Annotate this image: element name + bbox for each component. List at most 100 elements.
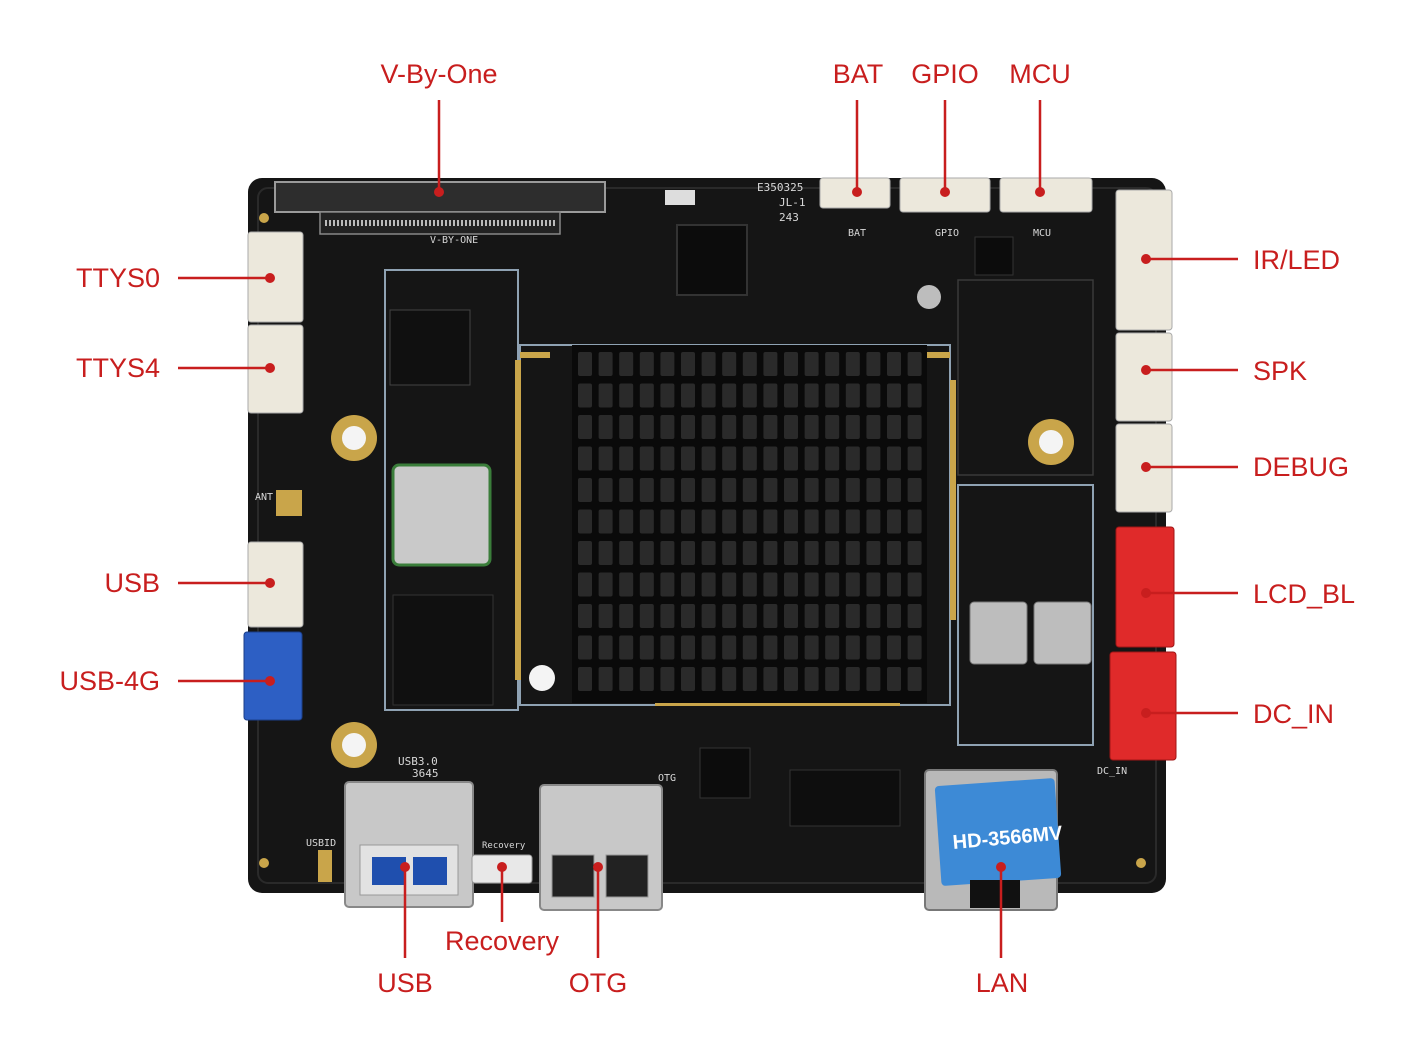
heatsink-fin [742, 383, 757, 408]
silk-jl1: JL-1 [779, 196, 806, 209]
heatsink-fin [907, 509, 922, 534]
heatsink-fin [907, 446, 922, 471]
heatsink-fin [722, 541, 737, 565]
heatsink-fin [763, 478, 778, 502]
heatsink-fin [866, 572, 881, 597]
label-usb-left: USB [104, 568, 160, 598]
silk-otg: OTG [658, 773, 676, 784]
heatsink-fin [681, 572, 695, 597]
label-debug: DEBUG [1253, 452, 1349, 482]
heatsink-fin [825, 383, 840, 408]
heatsink-fin [681, 478, 695, 502]
lan-port: HD-3566MV [924, 769, 1064, 911]
heatsink-fin [742, 509, 757, 534]
heatsink-fin [701, 604, 716, 628]
heatsink-fin [866, 415, 881, 439]
heatsink-fin [701, 541, 716, 565]
heatsink-fin [598, 604, 613, 628]
heatsink-fin [619, 383, 634, 408]
label-usb-bottom: USB [377, 968, 433, 998]
heatsink-fin [804, 572, 819, 597]
heatsink-fin [742, 446, 757, 471]
inductor [969, 601, 1028, 665]
heatsink-fin [742, 352, 757, 376]
heatsink-fin [578, 667, 592, 691]
heatsink-fin [887, 383, 901, 408]
heatsink-fin [866, 446, 881, 471]
heatsink-fin [598, 509, 613, 534]
heatsink-fin [578, 509, 592, 534]
mount-hole [529, 665, 555, 691]
heatsink-fin [825, 604, 840, 628]
silk-mcu: MCU [1033, 228, 1051, 239]
heatsink-fin [742, 415, 757, 439]
heatsink-fin [763, 446, 778, 471]
heatsink-fin [639, 635, 654, 660]
silk-ant: ANT [255, 492, 273, 503]
heatsink-fin [660, 383, 675, 408]
heatsink-fin [763, 635, 778, 660]
heatsink-fin [907, 478, 922, 502]
heatsink-fin [763, 509, 778, 534]
heatsink-fin [907, 383, 922, 408]
heatsink-fin [681, 635, 695, 660]
heatsink-fin [578, 541, 592, 565]
heatsink-fin [660, 541, 675, 565]
heatsink-fin [742, 635, 757, 660]
otg-port [539, 784, 663, 911]
heatsink-fin [784, 478, 798, 502]
heatsink-fin [845, 478, 860, 502]
heatsink-fin [825, 509, 840, 534]
heatsink-fin [681, 604, 695, 628]
heatsink-fin [578, 352, 592, 376]
heatsink-fin [907, 415, 922, 439]
heatsink-fin [845, 415, 860, 439]
heatsink-fin [742, 604, 757, 628]
silk-e350325: E350325 [757, 181, 803, 194]
heatsink-fin [598, 478, 613, 502]
label-lcdbl: LCD_BL [1253, 579, 1355, 609]
heatsink-fin [825, 415, 840, 439]
heatsink-fin [639, 604, 654, 628]
heatsink-fin [639, 478, 654, 502]
heatsink-fin [825, 541, 840, 565]
heatsink-fin [722, 478, 737, 502]
heatsink-fin [639, 352, 654, 376]
heatsink-fin [784, 541, 798, 565]
usb3-port [344, 781, 474, 908]
silk-usb30: USB3.0 [398, 755, 438, 768]
heatsink-fin [639, 541, 654, 565]
heatsink-fin [681, 446, 695, 471]
heatsink-fin [784, 635, 798, 660]
heatsink-fin [907, 541, 922, 565]
heatsink-fin [845, 509, 860, 534]
heatsink-fin [578, 604, 592, 628]
heatsink-fin [907, 635, 922, 660]
heatsink-fin [763, 667, 778, 691]
heatsink-fin [701, 352, 716, 376]
label-usb4g: USB-4G [59, 666, 160, 696]
heatsink-fin [887, 541, 901, 565]
emmc-chip [392, 594, 494, 706]
heatsink-fin [660, 509, 675, 534]
heatsink-fin [639, 383, 654, 408]
heatsink-fin [804, 415, 819, 439]
silk-recovery: Recovery [482, 841, 526, 851]
heatsink-fin [866, 478, 881, 502]
label-ttys4: TTYS4 [76, 353, 160, 383]
heatsink-fin [845, 541, 860, 565]
heatsink-fin [578, 383, 592, 408]
heatsink-fin [742, 667, 757, 691]
heatsink-fin [701, 383, 716, 408]
heatsink-fin [763, 541, 778, 565]
usbid-jumper [318, 850, 332, 882]
heatsink-fin [784, 509, 798, 534]
heatsink-fin [887, 604, 901, 628]
heatsink-fin [619, 604, 634, 628]
label-lan: LAN [976, 968, 1029, 998]
heatsink-fin [701, 635, 716, 660]
silk-usbid: USBID [306, 838, 336, 849]
heatsink-fin [660, 572, 675, 597]
heatsink-fin [866, 667, 881, 691]
heatsink-fin [763, 415, 778, 439]
